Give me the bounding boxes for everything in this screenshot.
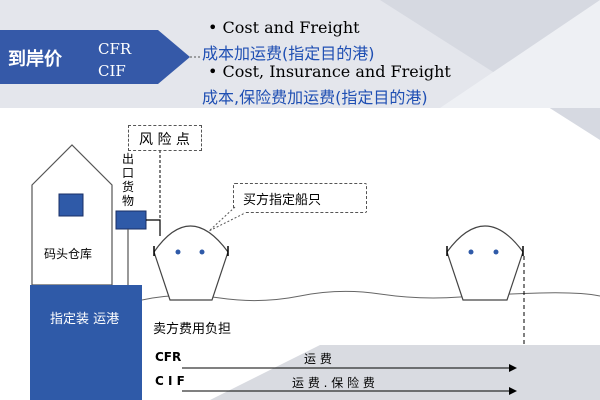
definition-zh-1: 成本加运费(指定目的港): [202, 44, 375, 63]
bottom-shade: [210, 345, 600, 400]
definition-en-2: • Cost, Insurance and Freight: [208, 62, 451, 81]
warehouse-window: [58, 193, 84, 217]
goods-to-ship-connector: [146, 219, 161, 236]
ship-right-porthole: [468, 249, 474, 255]
seller-bears-label: 卖方费用负担: [153, 322, 232, 337]
row-cost-cfr: 运 费: [304, 352, 332, 366]
term-code-cif: CIF: [98, 62, 126, 80]
row-term-cif: C I F: [155, 374, 185, 388]
definition-zh-2: 成本,保险费加运费(指定目的港): [202, 88, 428, 107]
buyer-vessel-label: 买方指定船只: [243, 193, 322, 208]
export-goods-box: [115, 210, 147, 230]
ship-right: [446, 225, 524, 301]
water-line: [141, 290, 600, 302]
definition-en-1: • Cost and Freight: [208, 18, 360, 37]
export-goods-label: 出 口 货 物: [121, 152, 134, 208]
term-code-cfr: CFR: [98, 40, 132, 58]
row-term-cfr: CFR: [155, 350, 182, 364]
diagonal-stripe: [440, 0, 600, 108]
port-block: [30, 285, 142, 400]
loading-port-label: 指定装 运港: [50, 312, 120, 327]
warehouse-label: 码头仓库: [44, 247, 93, 261]
ship-left-porthole: [175, 249, 181, 255]
badge-label: 到岸价: [8, 49, 62, 70]
buyer-vessel-pointer: [208, 206, 245, 232]
risk-point-label: 风 险 点: [139, 132, 190, 148]
row-cost-cif: 运 费 . 保 险 费: [292, 376, 375, 390]
term-badge-shape: [0, 30, 190, 84]
buyer-vessel-callout: [233, 183, 367, 213]
risk-point-callout: [128, 125, 202, 151]
ship-left: [153, 225, 229, 301]
